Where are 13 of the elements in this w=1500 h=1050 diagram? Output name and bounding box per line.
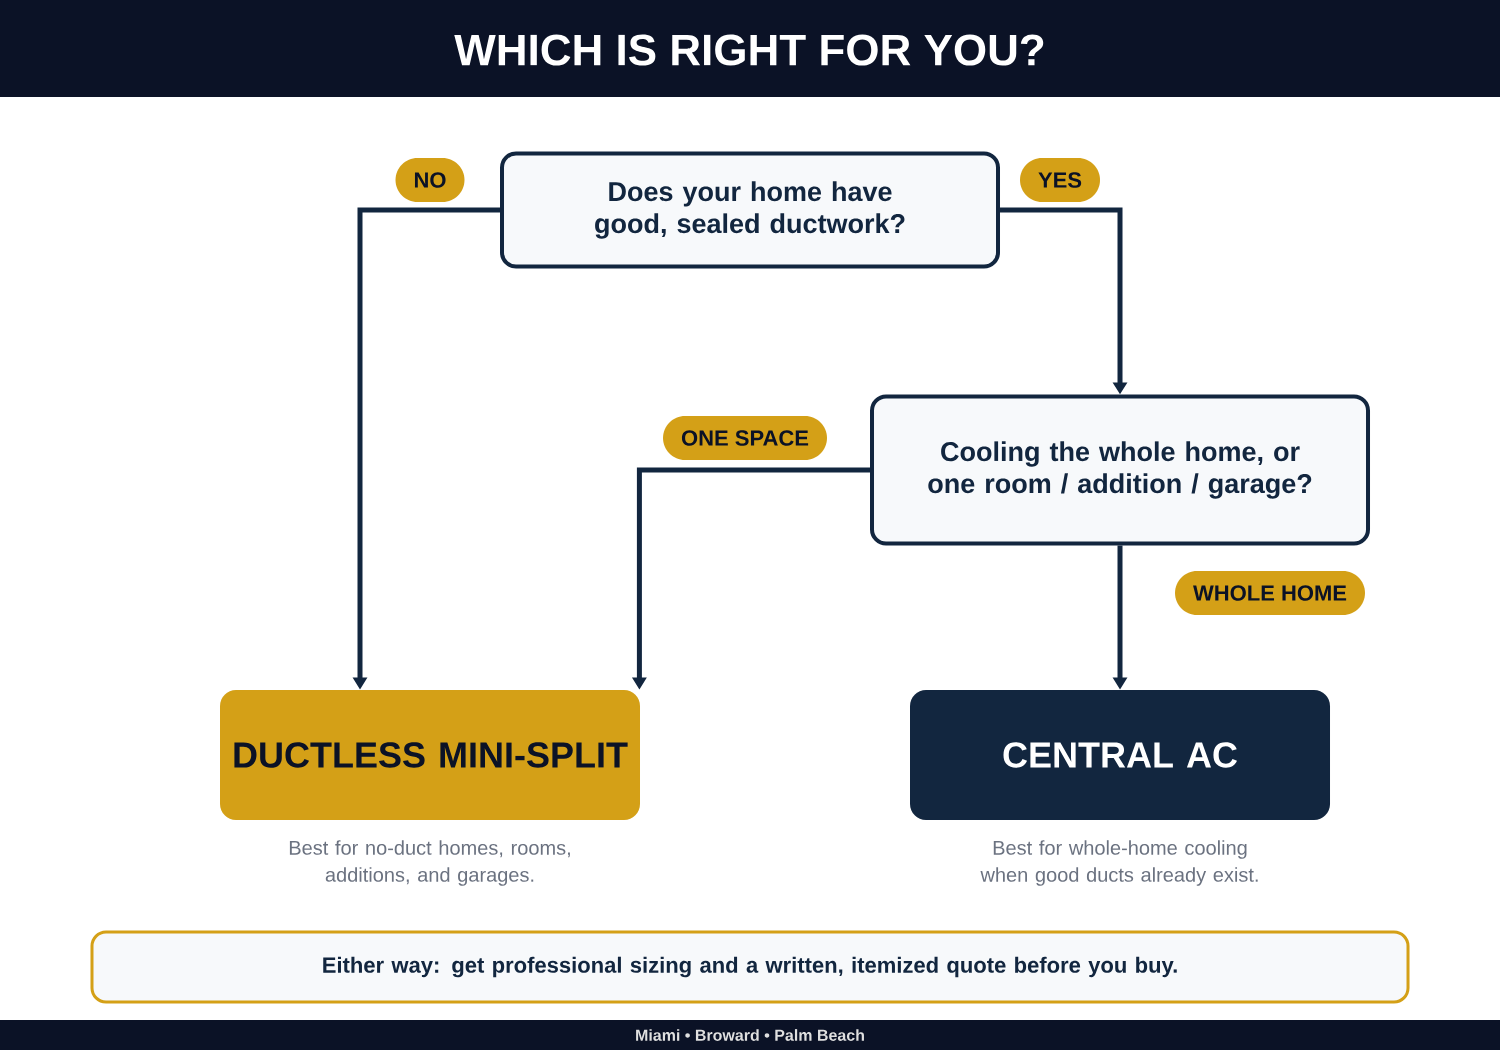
edge-label: WHOLE HOME <box>1175 571 1365 615</box>
edge-label: ONE SPACE <box>663 416 827 460</box>
result-box: DUCTLESS MINI-SPLIT <box>220 690 640 820</box>
question-box: Cooling the whole home, or one room / addition / garage? <box>870 394 1370 546</box>
title: WHICH IS RIGHT FOR YOU? <box>454 34 1044 66</box>
description-text: Best for whole-home cooling when good ducts already exist. <box>980 840 1258 886</box>
description-text: Best for no-duct homes, rooms, additions, and garages. <box>289 840 570 886</box>
edge-label: NO <box>395 158 465 202</box>
note-box: Either way: get professional sizing and a written, itemized quote before you buy. <box>90 930 1410 1004</box>
question-box: Does your home have good, sealed ductwork? <box>500 151 1000 269</box>
footer-text: Miami • Broward • Palm Beach <box>636 1029 864 1041</box>
edge-label: YES <box>1020 158 1100 202</box>
result-box: CENTRAL AC <box>910 690 1330 820</box>
